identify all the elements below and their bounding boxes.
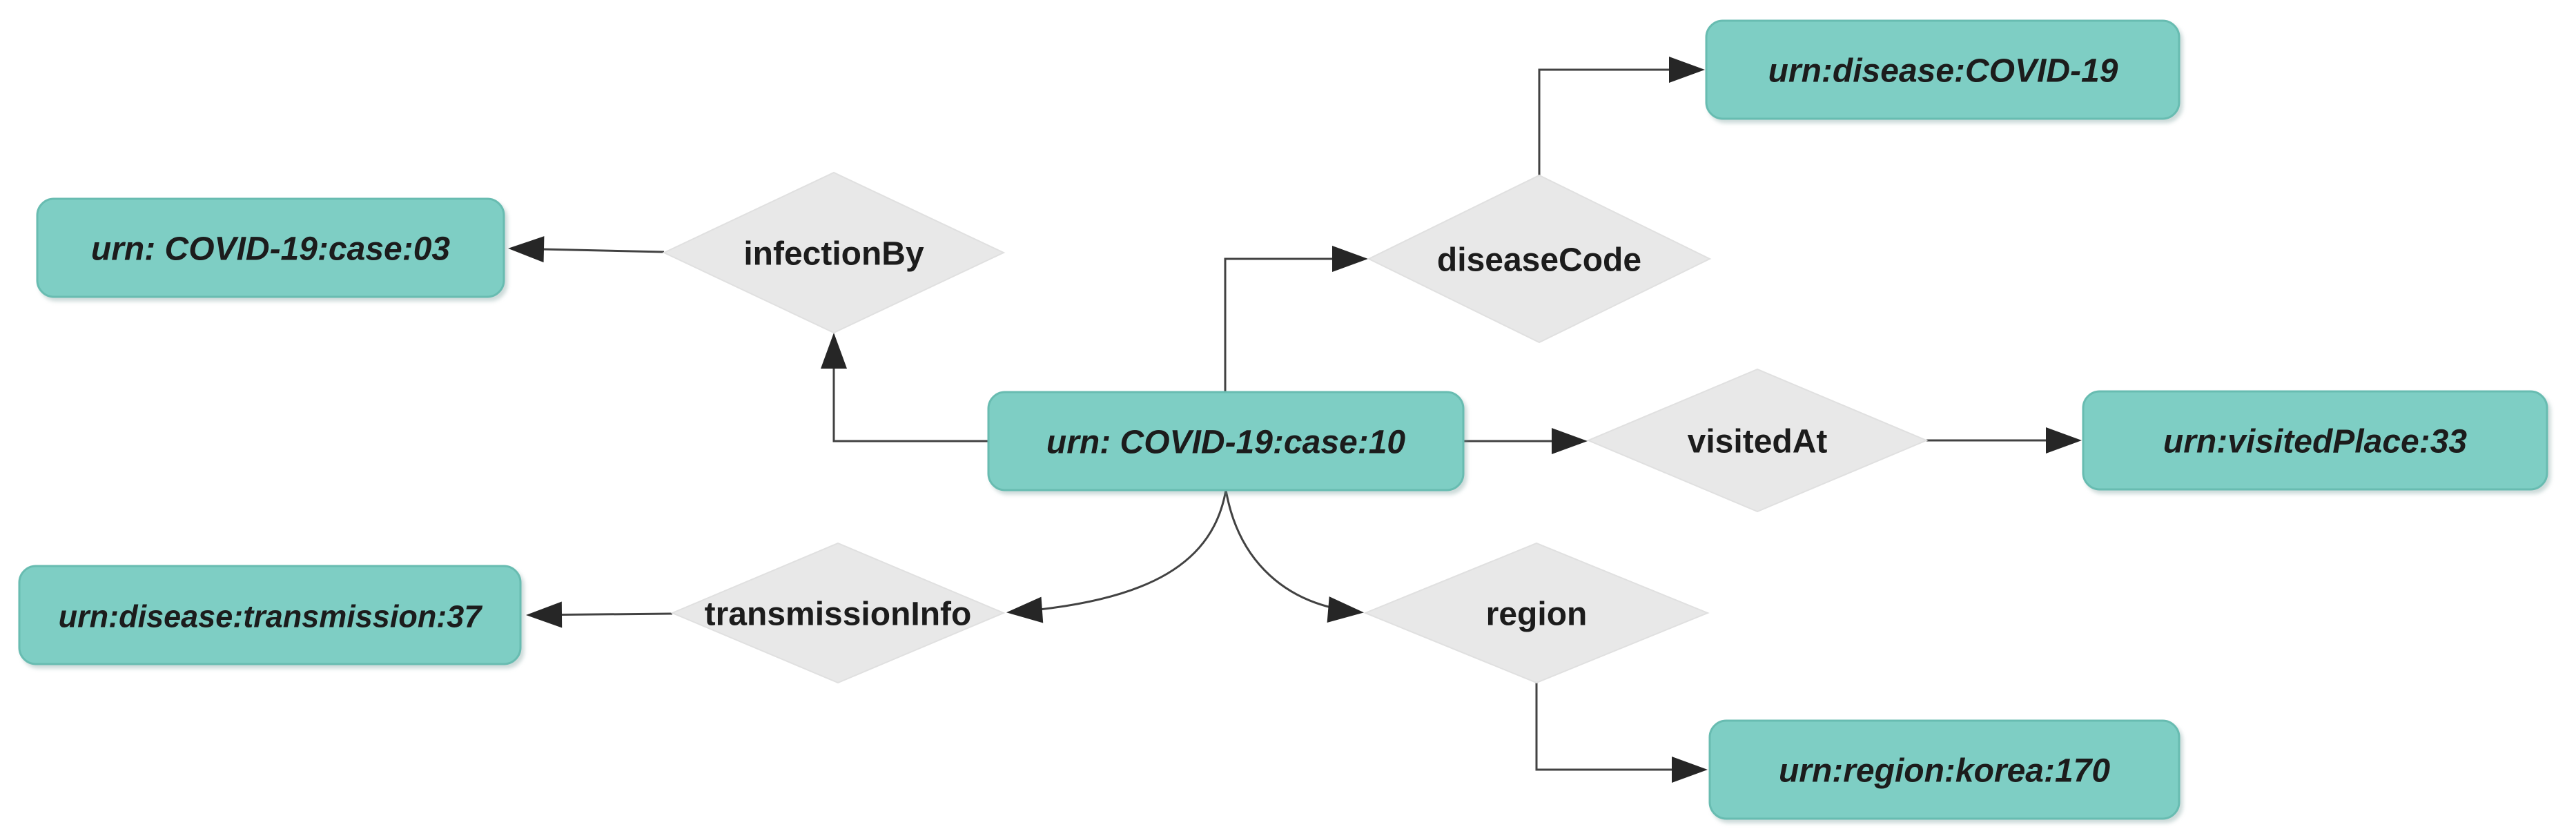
predicate-transmissioninfo: transmissionInfo [670, 542, 1006, 684]
disease-covid19-label: urn:disease:COVID-19 [1768, 53, 2118, 90]
edge-region-to-korea170 [1535, 683, 1708, 783]
case10-box [987, 391, 1465, 491]
edge-case10-to-transmissioninfo [1006, 489, 1227, 623]
node-visitedplace33: urn:visitedPlace:33 [2082, 390, 2548, 491]
predicate-visitedat: visitedAt [1586, 368, 1929, 513]
edge-transmissioninfo-to-trans37 [526, 601, 673, 628]
edge-case10-to-infectionby [821, 333, 988, 442]
case03-box [36, 197, 505, 298]
edge-infectionby-to-case03 [508, 236, 665, 263]
transmission37-label: urn:disease:transmission:37 [59, 599, 483, 634]
edge-lines [508, 57, 2082, 783]
node-transmission37: urn:disease:transmission:37 [18, 565, 522, 665]
region-diamond [1363, 542, 1710, 684]
node-disease-covid19: urn:disease:COVID-19 [1705, 19, 2180, 120]
region-korea170-label: urn:region:korea:170 [1779, 753, 2110, 790]
edge-case10-to-diseasecode [1224, 246, 1368, 392]
edge-case10-to-region [1224, 489, 1364, 623]
predicate-infectionby: infectionBy [662, 171, 1006, 334]
transmission37-box [18, 565, 522, 665]
predicate-region: region [1363, 542, 1710, 684]
transmissioninfo-label: transmissionInfo [705, 596, 972, 633]
diseasecode-diamond [1367, 174, 1712, 344]
region-label: region [1486, 596, 1588, 633]
diseasecode-label: diseaseCode [1437, 242, 1641, 279]
infectionby-label: infectionBy [743, 236, 924, 273]
edge-diseasecode-to-covid19 [1538, 57, 1705, 175]
node-case10: urn: COVID-19:case:10 [987, 391, 1465, 491]
node-region-korea170: urn:region:korea:170 [1708, 719, 2180, 820]
visitedplace33-label: urn:visitedPlace:33 [2163, 424, 2467, 460]
visitedplace33-box [2082, 390, 2548, 491]
predicate-diseasecode: diseaseCode [1367, 174, 1712, 344]
transmissioninfo-diamond [670, 542, 1006, 684]
infectionby-diamond [662, 171, 1006, 334]
case10-label: urn: COVID-19:case:10 [1046, 425, 1405, 461]
node-case03: urn: COVID-19:case:03 [36, 197, 505, 298]
visitedat-label: visitedAt [1688, 424, 1828, 460]
disease-covid19-box [1705, 19, 2180, 120]
case03-label: urn: COVID-19:case:03 [91, 231, 450, 268]
visitedat-diamond [1586, 368, 1929, 513]
region-korea170-box [1708, 719, 2180, 820]
